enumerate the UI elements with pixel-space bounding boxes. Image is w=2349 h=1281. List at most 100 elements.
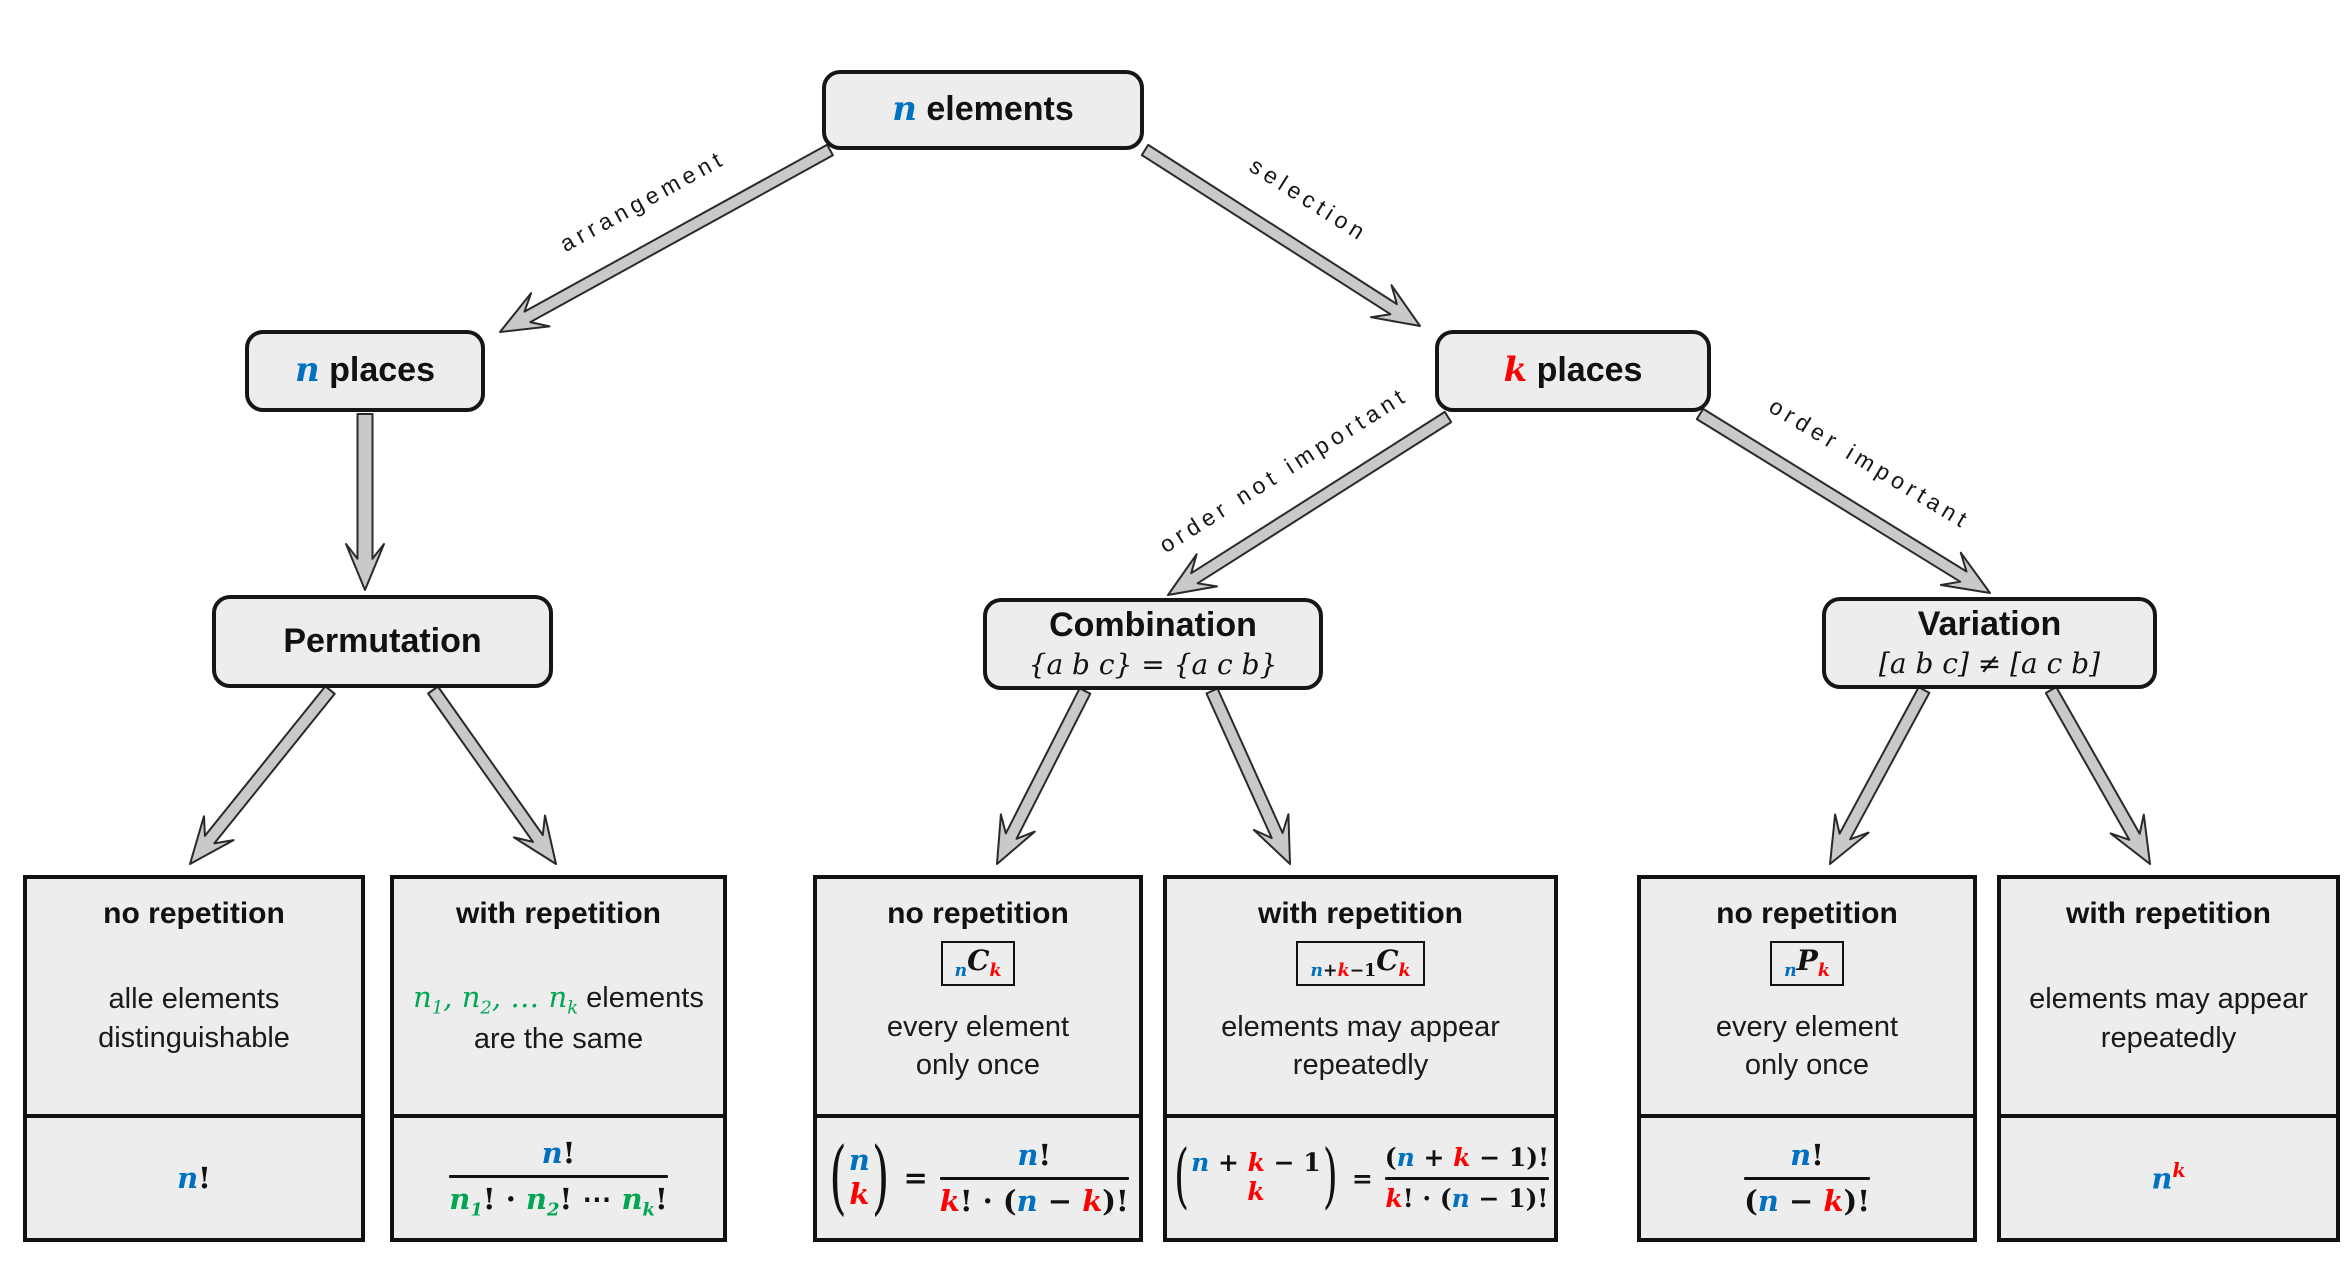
- equals-sign: =: [903, 1161, 928, 1195]
- desc-line: elements may appear: [2029, 983, 2308, 1016]
- leaf-permutation-with-repetition: with repetition n1, n2, … nk elements ar…: [390, 875, 727, 1242]
- desc-line: are the same: [473, 1023, 644, 1056]
- leaf-heading: no repetition: [103, 897, 285, 930]
- node-title: Variation: [1917, 605, 2062, 644]
- node-title: Combination: [1049, 606, 1257, 645]
- desc-line: repeatedly: [2100, 1021, 2237, 1054]
- fraction-numerator: (n + k − 1)!: [1384, 1142, 1550, 1172]
- arrow: [1695, 407, 1991, 594]
- leaf-variation-with-repetition: with repetition elements may appear repe…: [1997, 875, 2340, 1242]
- leaf-formula: ( n + k − 1 k ) = (n + k − 1)! k! · (n −…: [1167, 1114, 1554, 1238]
- fraction-denominator: k! · (n − k)!: [939, 1183, 1129, 1218]
- node-subtitle: [a b c] ≠ [a c b]: [1878, 646, 2101, 680]
- fraction-denominator: (n − k)!: [1744, 1183, 1870, 1218]
- fraction: n! n1! · n2! ⋯ nk!: [449, 1135, 668, 1221]
- arrow: [427, 685, 557, 865]
- leaf-heading: with repetition: [456, 897, 661, 930]
- node-title: n places: [294, 350, 436, 391]
- leaf-formula: ( n k ) = n! k! · (n − k)!: [817, 1114, 1139, 1238]
- left-paren: (: [829, 1128, 847, 1224]
- leaf-description: alle elements distinguishable: [98, 980, 290, 1065]
- leaf-heading: no repetition: [887, 897, 1069, 930]
- arrow: [1205, 687, 1291, 865]
- fraction: n! k! · (n − k)!: [939, 1137, 1129, 1219]
- formula-expression: n!: [177, 1160, 211, 1195]
- leaf-permutation-no-repetition: no repetition alle elements distinguisha…: [23, 875, 365, 1242]
- left-paren: (: [1173, 1135, 1190, 1217]
- equals-sign: =: [1351, 1163, 1373, 1193]
- right-paren: ): [871, 1128, 890, 1224]
- formula-expression: nk: [2151, 1159, 2186, 1196]
- fraction-bar: [1744, 1176, 1870, 1180]
- binomial-bottom: k: [849, 1177, 870, 1211]
- arrow: [499, 143, 834, 333]
- arrow: [1167, 410, 1453, 596]
- arrow: [1829, 686, 1931, 865]
- fraction-bar: [1384, 1176, 1550, 1180]
- leaf-formula: n! n1! · n2! ⋯ nk!: [394, 1114, 723, 1238]
- leaf-body: no repetition alle elements distinguisha…: [27, 879, 361, 1114]
- leaf-body: with repetition n+k−1Ck elements may app…: [1167, 879, 1554, 1114]
- desc-line: repeatedly: [1292, 1049, 1429, 1082]
- leaf-formula: n! (n − k)!: [1641, 1114, 1973, 1238]
- binomial-top: n: [848, 1142, 870, 1177]
- right-paren: ): [1322, 1135, 1338, 1217]
- leaf-combination-no-repetition: no repetition nCk every element only onc…: [813, 875, 1143, 1242]
- fraction-numerator: n!: [1790, 1137, 1824, 1172]
- fraction-numerator: n!: [1017, 1137, 1052, 1172]
- desc-line: only once: [1744, 1049, 1870, 1082]
- arrow: [996, 687, 1092, 865]
- binomial-bottom: k: [1247, 1177, 1265, 1206]
- node-k-places: k places: [1435, 330, 1711, 412]
- node-n-places: n places: [245, 330, 485, 412]
- desc-line: distinguishable: [98, 1021, 290, 1054]
- leaf-variation-no-repetition: no repetition nPk every element only onc…: [1637, 875, 1977, 1242]
- arrow: [2044, 686, 2151, 865]
- desc-line: every element: [886, 1010, 1070, 1043]
- leaf-heading: with repetition: [2066, 897, 2271, 930]
- node-combination: Combination {a b c} = {a c b}: [983, 598, 1323, 690]
- binomial-coefficient: ( n k ): [827, 1136, 891, 1217]
- node-variation: Variation [a b c] ≠ [a c b]: [1822, 597, 2157, 689]
- leaf-description: every element only once: [1716, 1008, 1898, 1093]
- fraction-denominator: k! · (n − 1)!: [1385, 1183, 1549, 1213]
- desc-line: only once: [915, 1049, 1041, 1082]
- arrow: [1140, 143, 1421, 327]
- fraction-bar: [939, 1176, 1129, 1180]
- binomial-stack: n k: [848, 1142, 870, 1213]
- binomial-top: n + k − 1: [1191, 1148, 1321, 1178]
- node-n-elements: n elements: [822, 70, 1144, 150]
- leaf-formula: n!: [27, 1114, 361, 1238]
- node-title: Permutation: [283, 621, 482, 660]
- notation-badge-nPk: nPk: [1770, 941, 1844, 987]
- leaf-description: n1, n2, … nk elements are the same: [413, 978, 704, 1066]
- leaf-combination-with-repetition: with repetition n+k−1Ck elements may app…: [1163, 875, 1558, 1242]
- fraction: n! (n − k)!: [1744, 1138, 1870, 1219]
- leaf-description: elements may appear repeatedly: [2029, 980, 2308, 1065]
- fraction-denominator: n1! · n2! ⋯ nk!: [449, 1181, 668, 1221]
- arrow: [189, 685, 336, 865]
- leaf-description: every element only once: [887, 1008, 1069, 1093]
- leaf-heading: no repetition: [1716, 897, 1898, 930]
- notation-badge-nCk: nCk: [940, 941, 1016, 987]
- leaf-body: with repetition elements may appear repe…: [2001, 879, 2336, 1114]
- notation-badge-n+k-1Ck: n+k−1Ck: [1296, 941, 1425, 987]
- leaf-description: elements may appear repeatedly: [1221, 1008, 1500, 1093]
- node-title: k places: [1503, 350, 1643, 391]
- fraction-numerator: n!: [541, 1135, 576, 1170]
- leaf-heading: with repetition: [1258, 897, 1463, 930]
- fraction: (n + k − 1)! k! · (n − 1)!: [1384, 1142, 1550, 1214]
- desc-line: alle elements: [108, 983, 280, 1016]
- fraction-bar: [449, 1174, 668, 1178]
- node-subtitle: {a b c} = {a c b}: [1028, 647, 1278, 681]
- node-title: n elements: [892, 89, 1074, 130]
- leaf-body: no repetition nCk every element only onc…: [817, 879, 1139, 1114]
- arrow: [345, 413, 385, 591]
- desc-line: n1, n2, … nk elements: [413, 980, 704, 1019]
- leaf-body: no repetition nPk every element only onc…: [1641, 879, 1973, 1114]
- desc-line: every element: [1715, 1010, 1899, 1043]
- node-permutation: Permutation: [212, 595, 553, 688]
- binomial-coefficient: ( n + k − 1 k ): [1172, 1142, 1340, 1211]
